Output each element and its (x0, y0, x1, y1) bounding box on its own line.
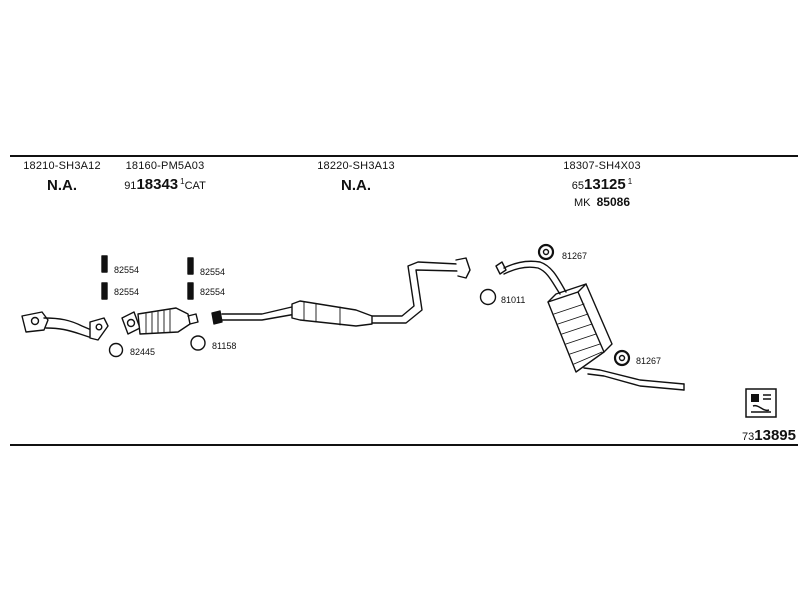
gasket-icon (108, 288, 497, 358)
book-icon (745, 388, 777, 418)
part-number-sup: 1 (627, 177, 633, 186)
fitting-label: 82554 (200, 267, 226, 277)
part-column-middle-pipe: 18220-SH3A13 N.A. (315, 160, 397, 194)
mounting-kit-main: 85086 (596, 195, 630, 209)
part-number-prefix: 91 (124, 180, 137, 192)
part-number-main: 13125 (584, 176, 626, 193)
fitting-label: 81267 (562, 251, 588, 261)
oe-number: 18307-SH4X03 (563, 160, 641, 172)
middle-pipe (211, 257, 471, 327)
mounting-kit-prefix: MK (574, 197, 591, 209)
mounting-kit-number[interactable]: MK 85086 (552, 195, 652, 209)
part-number-main: 18343 (136, 176, 179, 193)
part-column-front-pipe: 18210-SH3A12 N.A. (22, 160, 102, 194)
part-number-sup: 1 (180, 177, 185, 186)
fitting-label: 81267 (636, 356, 662, 366)
fitting-label: 82554 (200, 287, 226, 297)
part-number-suffix: CAT (184, 180, 206, 192)
not-available-label: N.A. (341, 177, 371, 194)
part-number-prefix: 65 (571, 180, 585, 192)
oe-number: 18210-SH3A12 (23, 160, 101, 172)
fitting-label: 82554 (114, 265, 140, 275)
catalytic-converter (121, 307, 199, 335)
bottom-rule (10, 444, 798, 446)
clamp-icon (101, 255, 194, 300)
diagram-number-prefix: 73 (742, 431, 755, 443)
oe-number: 18220-SH3A13 (317, 160, 395, 172)
diagram-number-main: 13895 (754, 427, 796, 444)
rubber-mount-icon (537, 243, 631, 367)
oe-number: 18160-PM5A03 (125, 160, 205, 172)
fitting-label: 81011 (501, 295, 526, 305)
front-pipe (21, 311, 109, 341)
not-available-label: N.A. (47, 177, 77, 194)
fitting-label: 81158 (212, 341, 237, 351)
fitting-label: 82445 (130, 347, 156, 357)
diagram-number: 7313895 (742, 427, 796, 444)
rear-silencer (495, 260, 685, 391)
fitting-label: 82554 (114, 287, 140, 297)
top-rule (10, 155, 798, 157)
